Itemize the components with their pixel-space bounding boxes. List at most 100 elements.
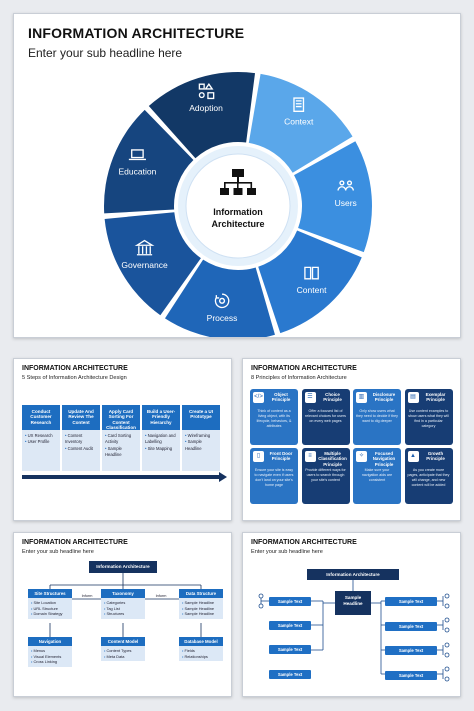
main-slide[interactable]: INFORMATION ARCHITECTURE Enter your sub … <box>13 13 461 338</box>
wheel-label-process: Process <box>207 313 238 323</box>
map-right-box[interactable]: Sample Text <box>385 670 437 680</box>
principle-title: Focused Navigation Principle <box>372 451 396 467</box>
step-list-item: Navigation and Labelling <box>145 433 178 446</box>
tree-node-item: Content Types <box>104 648 142 654</box>
layers-icon: ≡ <box>304 451 316 462</box>
wheel-segment-education[interactable] <box>103 109 194 214</box>
map-right-box[interactable]: Sample Text <box>385 646 437 655</box>
steps-slide[interactable]: INFORMATION ARCHITECTURE 5 Steps of Info… <box>13 358 232 521</box>
laptop-icon <box>128 149 146 161</box>
tree-node-item: Sample Headline <box>182 606 220 612</box>
principle-text: Provide different ways for users to sear… <box>305 468 346 482</box>
step-list: Navigation and LabellingSite Mapping <box>142 430 180 471</box>
step-list-item: Site Mapping <box>145 446 178 452</box>
step-card[interactable]: Create a UI PrototypeWireframingSample H… <box>182 405 220 471</box>
wheel-label-users: Users <box>335 198 357 208</box>
slide-title: INFORMATION ARCHITECTURE <box>22 365 128 372</box>
tree-node[interactable]: Site StructuresSite LocationURL Structur… <box>28 589 72 619</box>
map-left-box[interactable]: Sample Text <box>269 670 311 679</box>
slide-title: INFORMATION ARCHITECTURE <box>251 539 357 546</box>
tree-node-heading: Taxonomy <box>101 589 145 598</box>
tree-node-item: Cross Linking <box>31 659 69 665</box>
step-heading: Update And Review The Content <box>62 405 100 430</box>
tree-node[interactable]: Database ModelFieldsRelationships <box>179 637 223 662</box>
tree-node-item: URL Structure <box>31 606 69 612</box>
wheel-segment-adoption[interactable] <box>148 72 256 159</box>
step-card[interactable]: Update And Review The ContentContent Inv… <box>62 405 100 471</box>
wheel-segment-governance[interactable] <box>104 212 201 316</box>
map-root-box[interactable]: Information Architecture <box>307 569 399 580</box>
map-left-box[interactable]: Sample Text <box>269 621 311 630</box>
tree-node-heading: Site Structures <box>28 589 72 598</box>
principle-text: Only show users what they need to decide… <box>356 409 398 423</box>
shapes-icon <box>198 83 215 100</box>
step-list-item: Wireframing <box>185 433 218 439</box>
map-center-box[interactable]: Sample Headline <box>335 591 371 615</box>
tree-node-list: Content TypesMeta Data <box>101 646 145 662</box>
map-left-box[interactable]: Sample Text <box>269 597 311 606</box>
timeline-arrow-head <box>219 472 227 482</box>
step-list: Card Sorting ActivitySample Headline <box>102 430 140 471</box>
users-icon <box>337 180 354 191</box>
principle-title: Growth Principle <box>426 451 445 462</box>
mindmap-slide[interactable]: INFORMATION ARCHITECTURE Enter your sub … <box>242 532 461 697</box>
tree-node-heading: Database Model <box>179 637 223 646</box>
map-left-box[interactable]: Sample Text <box>269 645 311 654</box>
tree-node-heading: Content Model <box>101 637 145 646</box>
slide-title: INFORMATION ARCHITECTURE <box>22 539 128 546</box>
tree-node[interactable]: TaxonomyCategoriesTag ListStructures <box>101 589 145 619</box>
step-list-item: Content Audit <box>65 446 98 452</box>
book-icon <box>304 266 319 280</box>
tree-node-item: Sample Headline <box>182 611 220 617</box>
compass-icon: ✧ <box>356 451 367 462</box>
clipboard-icon: ▤ <box>407 392 419 403</box>
wheel-segment-users[interactable] <box>294 141 372 253</box>
principle-title: Exemplar Principle <box>425 392 446 403</box>
wheel-label-context: Context <box>284 117 314 127</box>
wheel-segment-context[interactable] <box>248 73 353 173</box>
map-right-box[interactable]: Sample Text <box>385 621 437 631</box>
wheel-segment-process[interactable] <box>164 259 275 338</box>
tree-node-item: Domain Strategy <box>31 611 69 617</box>
edge-label-right: Inform <box>156 594 167 598</box>
step-card[interactable]: Apply Card Sorting For Content Classific… <box>102 405 140 471</box>
slide-title: INFORMATION ARCHITECTURE <box>251 365 357 372</box>
center-disc <box>185 153 291 259</box>
tree-node-list: MenusVisual ElementsCross Linking <box>28 646 72 667</box>
principle-title: Choice Principle <box>323 392 342 403</box>
tree-slide[interactable]: INFORMATION ARCHITECTURE Enter your sub … <box>13 532 232 697</box>
code-icon: </> <box>253 392 264 403</box>
tree-node-list: FieldsRelationships <box>179 646 223 662</box>
tree-root-box[interactable]: Information Architecture <box>89 561 157 573</box>
door-icon: ▯ <box>253 451 264 462</box>
tree-node-item: Sample Headline <box>182 600 220 606</box>
wheel-segment-content[interactable] <box>258 230 362 334</box>
center-label-line2: Architecture <box>211 219 264 229</box>
tree-node[interactable]: Content ModelContent TypesMeta Data <box>101 637 145 662</box>
tree-node[interactable]: NavigationMenusVisual ElementsCross Link… <box>28 637 72 667</box>
tree-node-item: Categories <box>104 600 142 606</box>
checklist-icon: ☰ <box>304 392 316 403</box>
step-card[interactable]: Conduct Customer ResearchUX ResearchUser… <box>22 405 60 471</box>
step-card[interactable]: Build a User-Friendly HierarchyNavigatio… <box>142 405 180 471</box>
principles-slide[interactable]: INFORMATION ARCHITECTURE 8 Principles of… <box>242 358 461 521</box>
document-icon <box>293 97 305 113</box>
step-list: Content InventoryContent Audit <box>62 430 100 471</box>
wheel-label-education: Education <box>119 167 157 177</box>
step-heading: Build a User-Friendly Hierarchy <box>142 405 180 430</box>
tree-node-item: Site Location <box>31 600 69 606</box>
map-right-box[interactable]: Sample Text <box>385 597 437 606</box>
tree-node-heading: Navigation <box>28 637 72 646</box>
tree-node-heading: Data Structure <box>179 589 223 598</box>
principle-text: Offer a focused list of relevant choices… <box>305 409 346 423</box>
